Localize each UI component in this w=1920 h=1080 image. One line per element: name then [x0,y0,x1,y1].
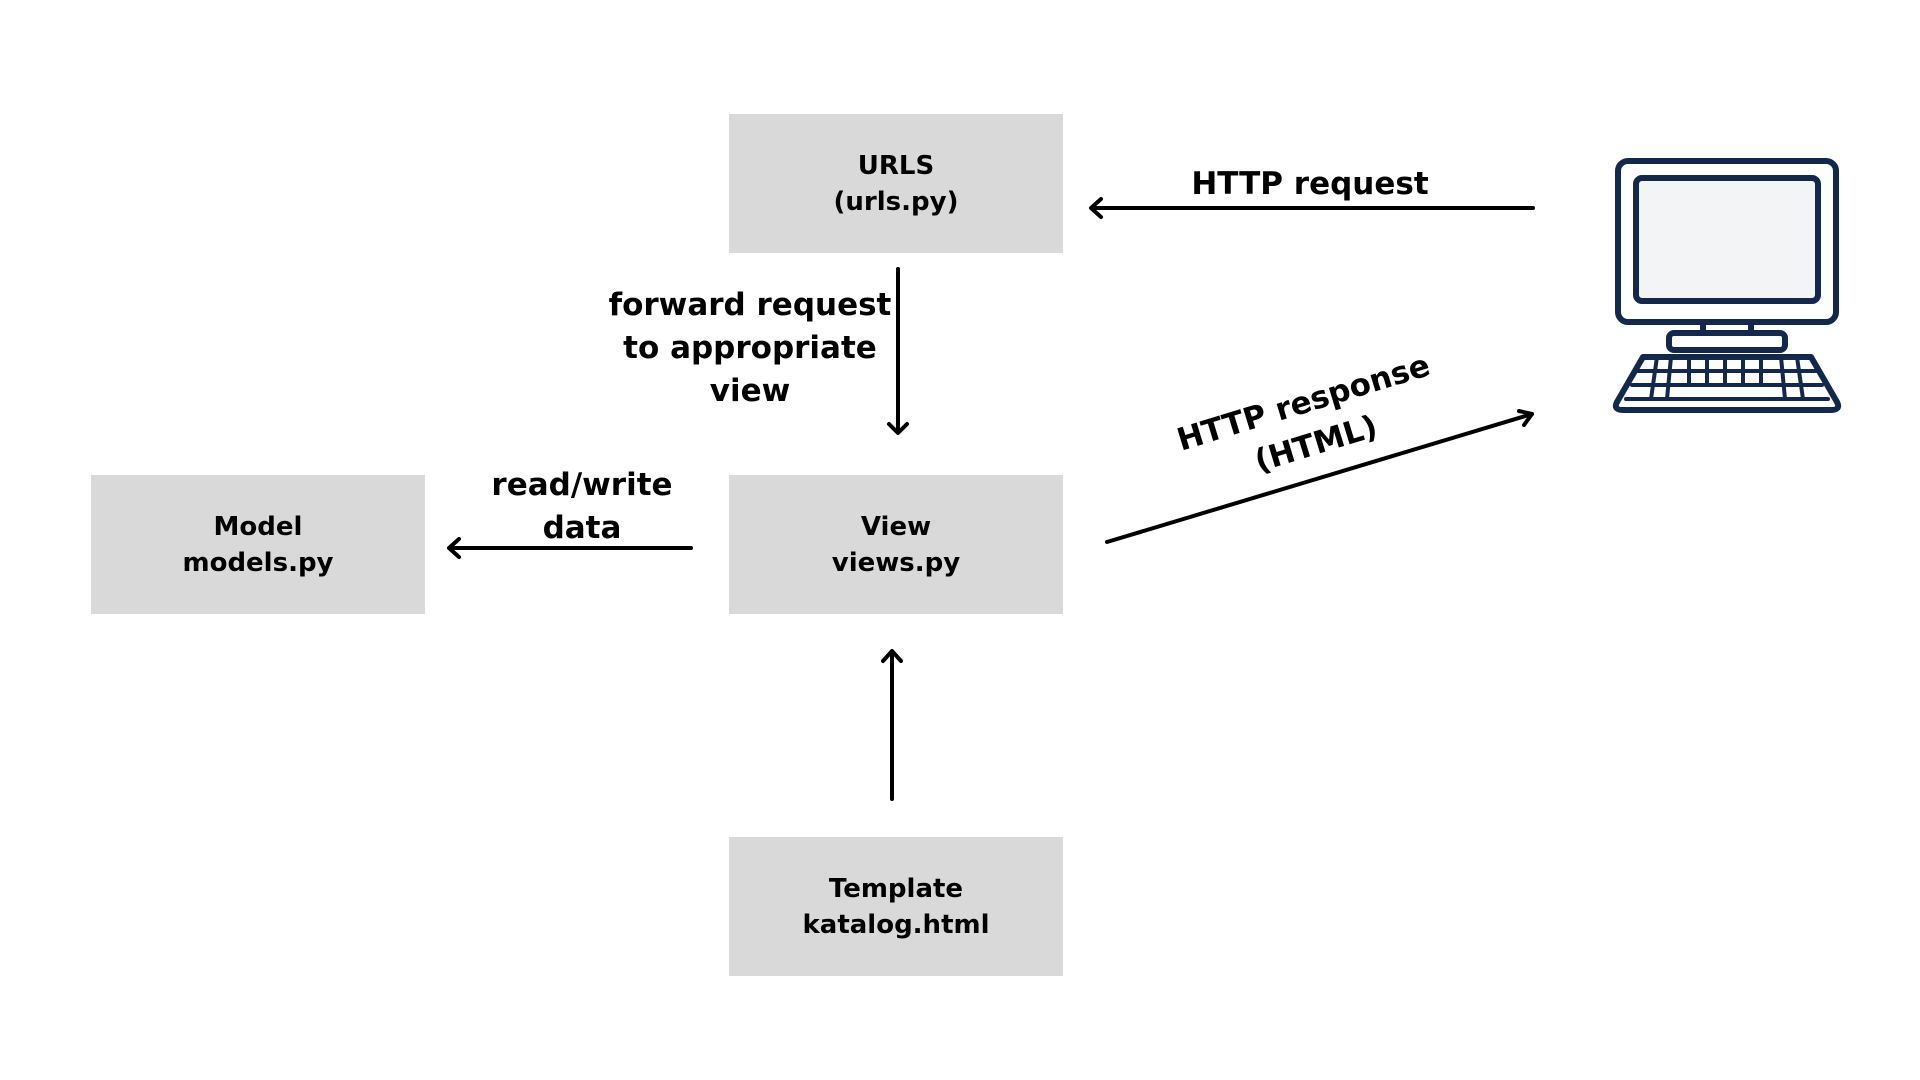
http-request-label: HTTP request [1191,166,1429,202]
forward-request-arrow [887,267,909,435]
template-box: Template katalog.html [729,837,1063,976]
template-file: katalog.html [802,909,990,940]
http-response-arrow [1105,409,1534,544]
read-write-label: read/write data [462,464,702,550]
read-write-line-2: data [542,510,622,546]
model-file: models.py [182,547,334,578]
template-title: Template [828,873,964,904]
urls-box: URLS (urls.py) [729,114,1063,253]
forward-line-3: view [709,373,791,409]
view-title: View [860,511,932,542]
model-title: Model [213,511,303,542]
forward-line-2: to appropriate [623,330,877,366]
read-write-arrow [447,537,693,559]
view-file: views.py [831,547,961,578]
forward-request-label: forward request to appropriate view [575,284,925,413]
urls-title: URLS [857,150,935,181]
urls-file: (urls.py) [833,186,959,217]
http-request-arrow [1089,197,1535,219]
view-box: View views.py [729,475,1063,614]
read-write-line-1: read/write [491,467,673,503]
model-box: Model models.py [91,475,425,614]
template-to-view-arrow [881,649,903,801]
desktop-computer-icon [1612,158,1842,413]
forward-line-1: forward request [608,287,892,323]
